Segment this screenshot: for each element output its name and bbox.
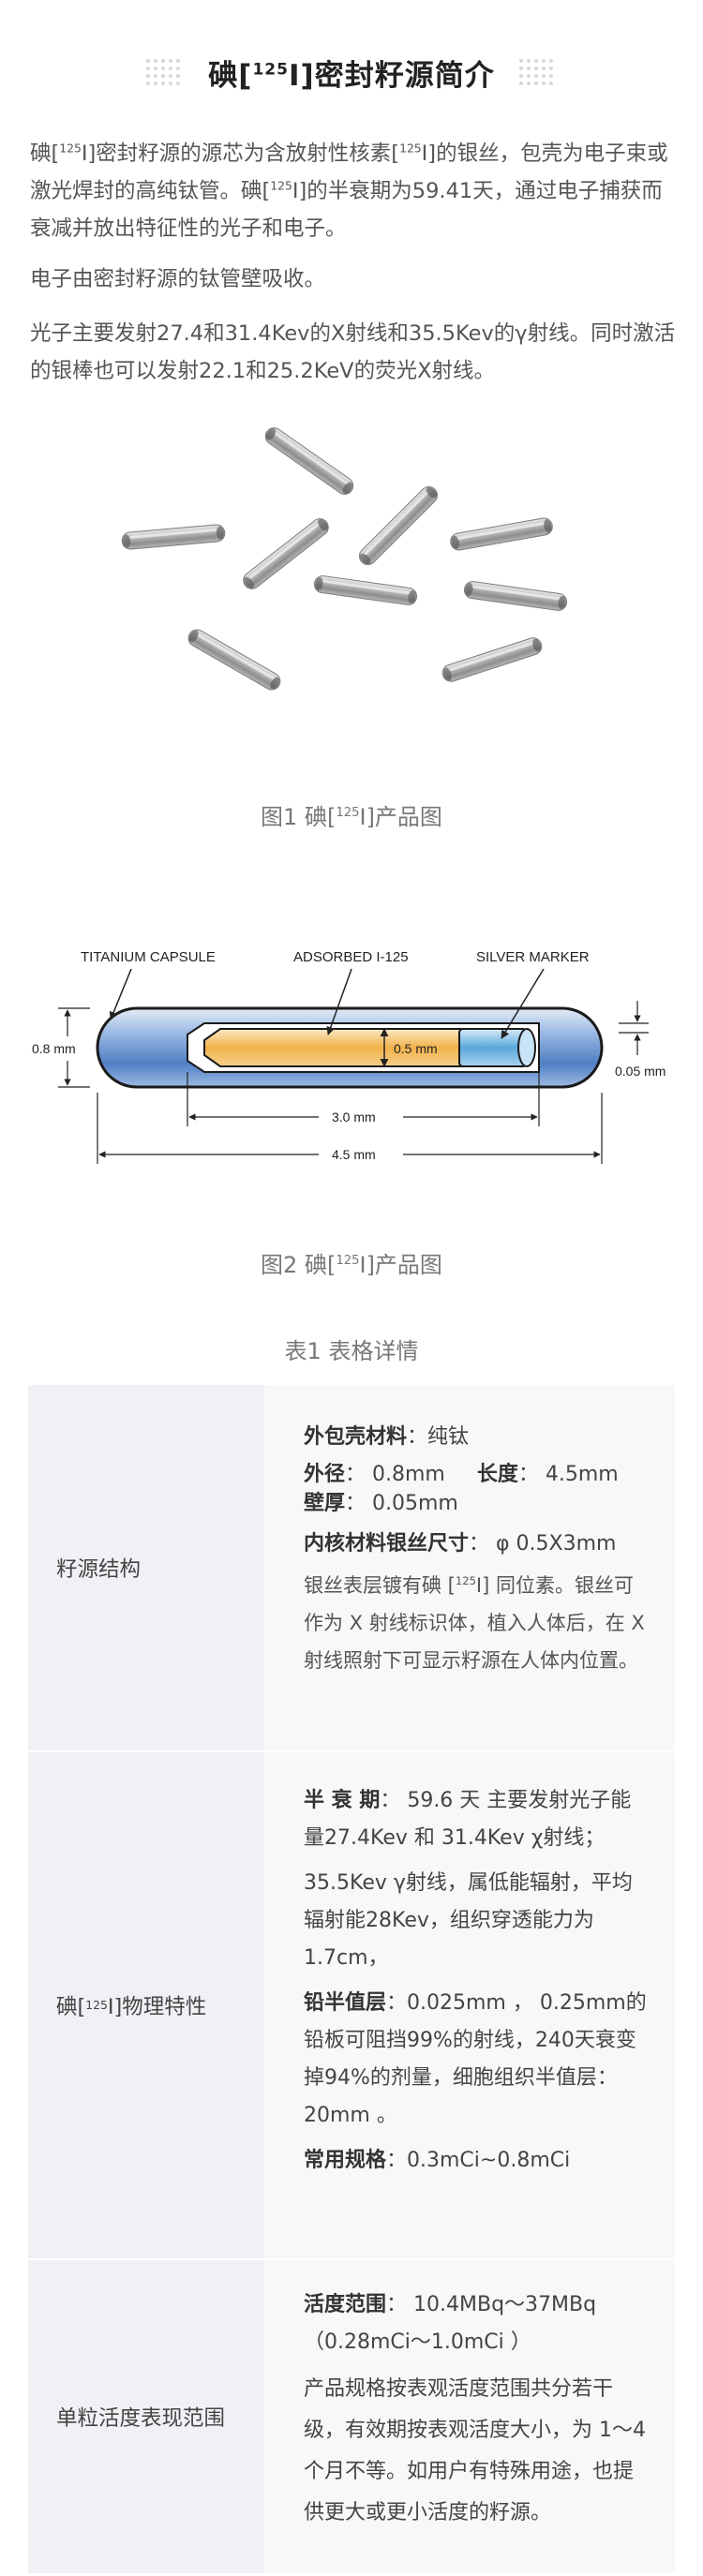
intro-paragraph-3: 光子主要发射27.4和31.4Kev的X射线和35.5Kev的γ射线。同时激活的… bbox=[30, 321, 676, 383]
seed-1 bbox=[262, 424, 357, 499]
seed-2 bbox=[120, 523, 227, 551]
decor-dots-right bbox=[518, 59, 557, 85]
seed-9 bbox=[440, 634, 545, 685]
seed-5 bbox=[448, 516, 555, 552]
seed-4 bbox=[355, 483, 441, 569]
page-title: 碘[125I]密封籽源简介 bbox=[208, 58, 495, 93]
label-silver-marker: SILVER MARKER bbox=[476, 949, 590, 965]
table-caption: 表1 表格详情 bbox=[284, 1338, 419, 1364]
row-content-physics: 半 衰 期： 59.6 天 主要发射光子能量27.4Kev 和 31.4Kev … bbox=[264, 1752, 675, 2258]
dim-4-5mm: 4.5 mm bbox=[332, 1147, 376, 1162]
row-label-activity: 单粒活度表现范围 bbox=[28, 2260, 264, 2573]
seed-8 bbox=[185, 626, 284, 693]
figure-1-caption: 图1 碘[125I]产品图 bbox=[261, 804, 442, 830]
row-label-structure: 籽源结构 bbox=[28, 1385, 264, 1750]
table-row-activity: 单粒活度表现范围 活度范围： 10.4MBq～37MBq （0.28mCi～1.… bbox=[28, 2260, 675, 2575]
dim-0-05mm: 0.05 mm bbox=[615, 1064, 666, 1079]
decor-dots-left bbox=[146, 59, 184, 85]
title-row: 碘[125I]密封籽源简介 bbox=[0, 49, 703, 96]
row-content-activity: 活度范围： 10.4MBq～37MBq （0.28mCi～1.0mCi ） 产品… bbox=[264, 2260, 675, 2573]
dim-0-5mm: 0.5 mm bbox=[394, 1041, 438, 1056]
seed-7 bbox=[462, 579, 569, 613]
dim-3-0mm: 3.0 mm bbox=[332, 1109, 376, 1124]
seed-6 bbox=[312, 573, 419, 607]
dim-0-8mm: 0.8 mm bbox=[32, 1041, 76, 1056]
label-titanium-capsule: TITANIUM CAPSULE bbox=[81, 949, 216, 965]
figure-2-caption: 图2 碘[125I]产品图 bbox=[261, 1252, 442, 1278]
intro-paragraph-2: 电子由密封籽源的钛管壁吸收。 bbox=[30, 267, 326, 291]
seed-product-photo bbox=[120, 424, 569, 693]
label-adsorbed-i125: ADSORBED I-125 bbox=[293, 949, 409, 965]
seed-structure-diagram: TITANIUM CAPSULE ADSORBED I-125 SILVER M… bbox=[32, 949, 666, 1164]
intro-paragraph-1: 碘[125I]密封籽源的源芯为含放射性核素[125I]的银丝，包壳为电子束或激光… bbox=[30, 141, 668, 241]
